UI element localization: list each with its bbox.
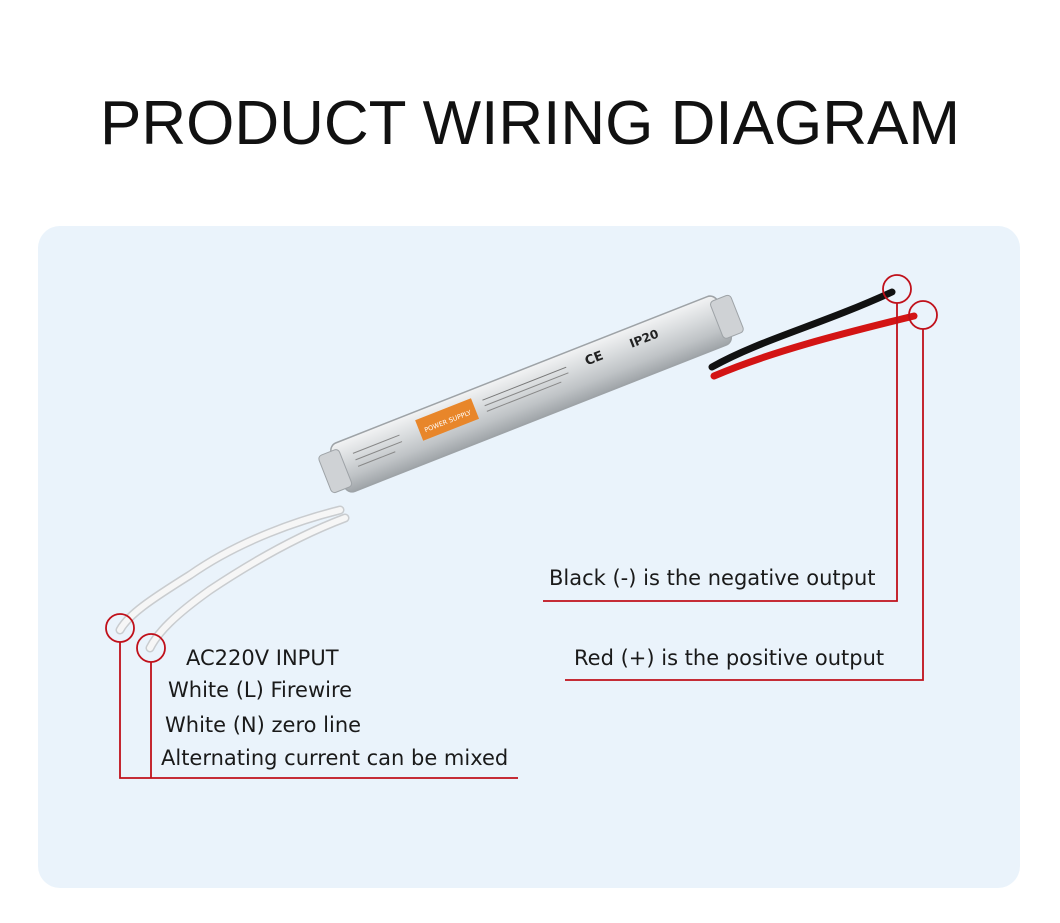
page-title: PRODUCT WIRING DIAGRAM: [100, 89, 960, 158]
input-label-live: White (L) Firewire: [168, 678, 353, 702]
red-output-label: Red (+) is the positive output: [574, 646, 885, 670]
input-label-mixed: Alternating current can be mixed: [161, 746, 509, 770]
brand-sticker: [415, 398, 480, 441]
leader-lines: [119, 303, 924, 779]
black-wire-marker: [882, 274, 912, 304]
callout-markers: [105, 274, 938, 663]
white-input-wires: [115, 505, 350, 653]
output-wires: [708, 288, 918, 380]
power-supply-unit: POWER SUPPLY CE IP20: [318, 294, 744, 494]
input-label-neutral: White (N) zero line: [165, 713, 362, 737]
black-output-label: Black (-) is the negative output: [549, 566, 876, 590]
ce-mark: CE: [583, 348, 606, 369]
input-label-ac: AC220V INPUT: [186, 646, 339, 670]
